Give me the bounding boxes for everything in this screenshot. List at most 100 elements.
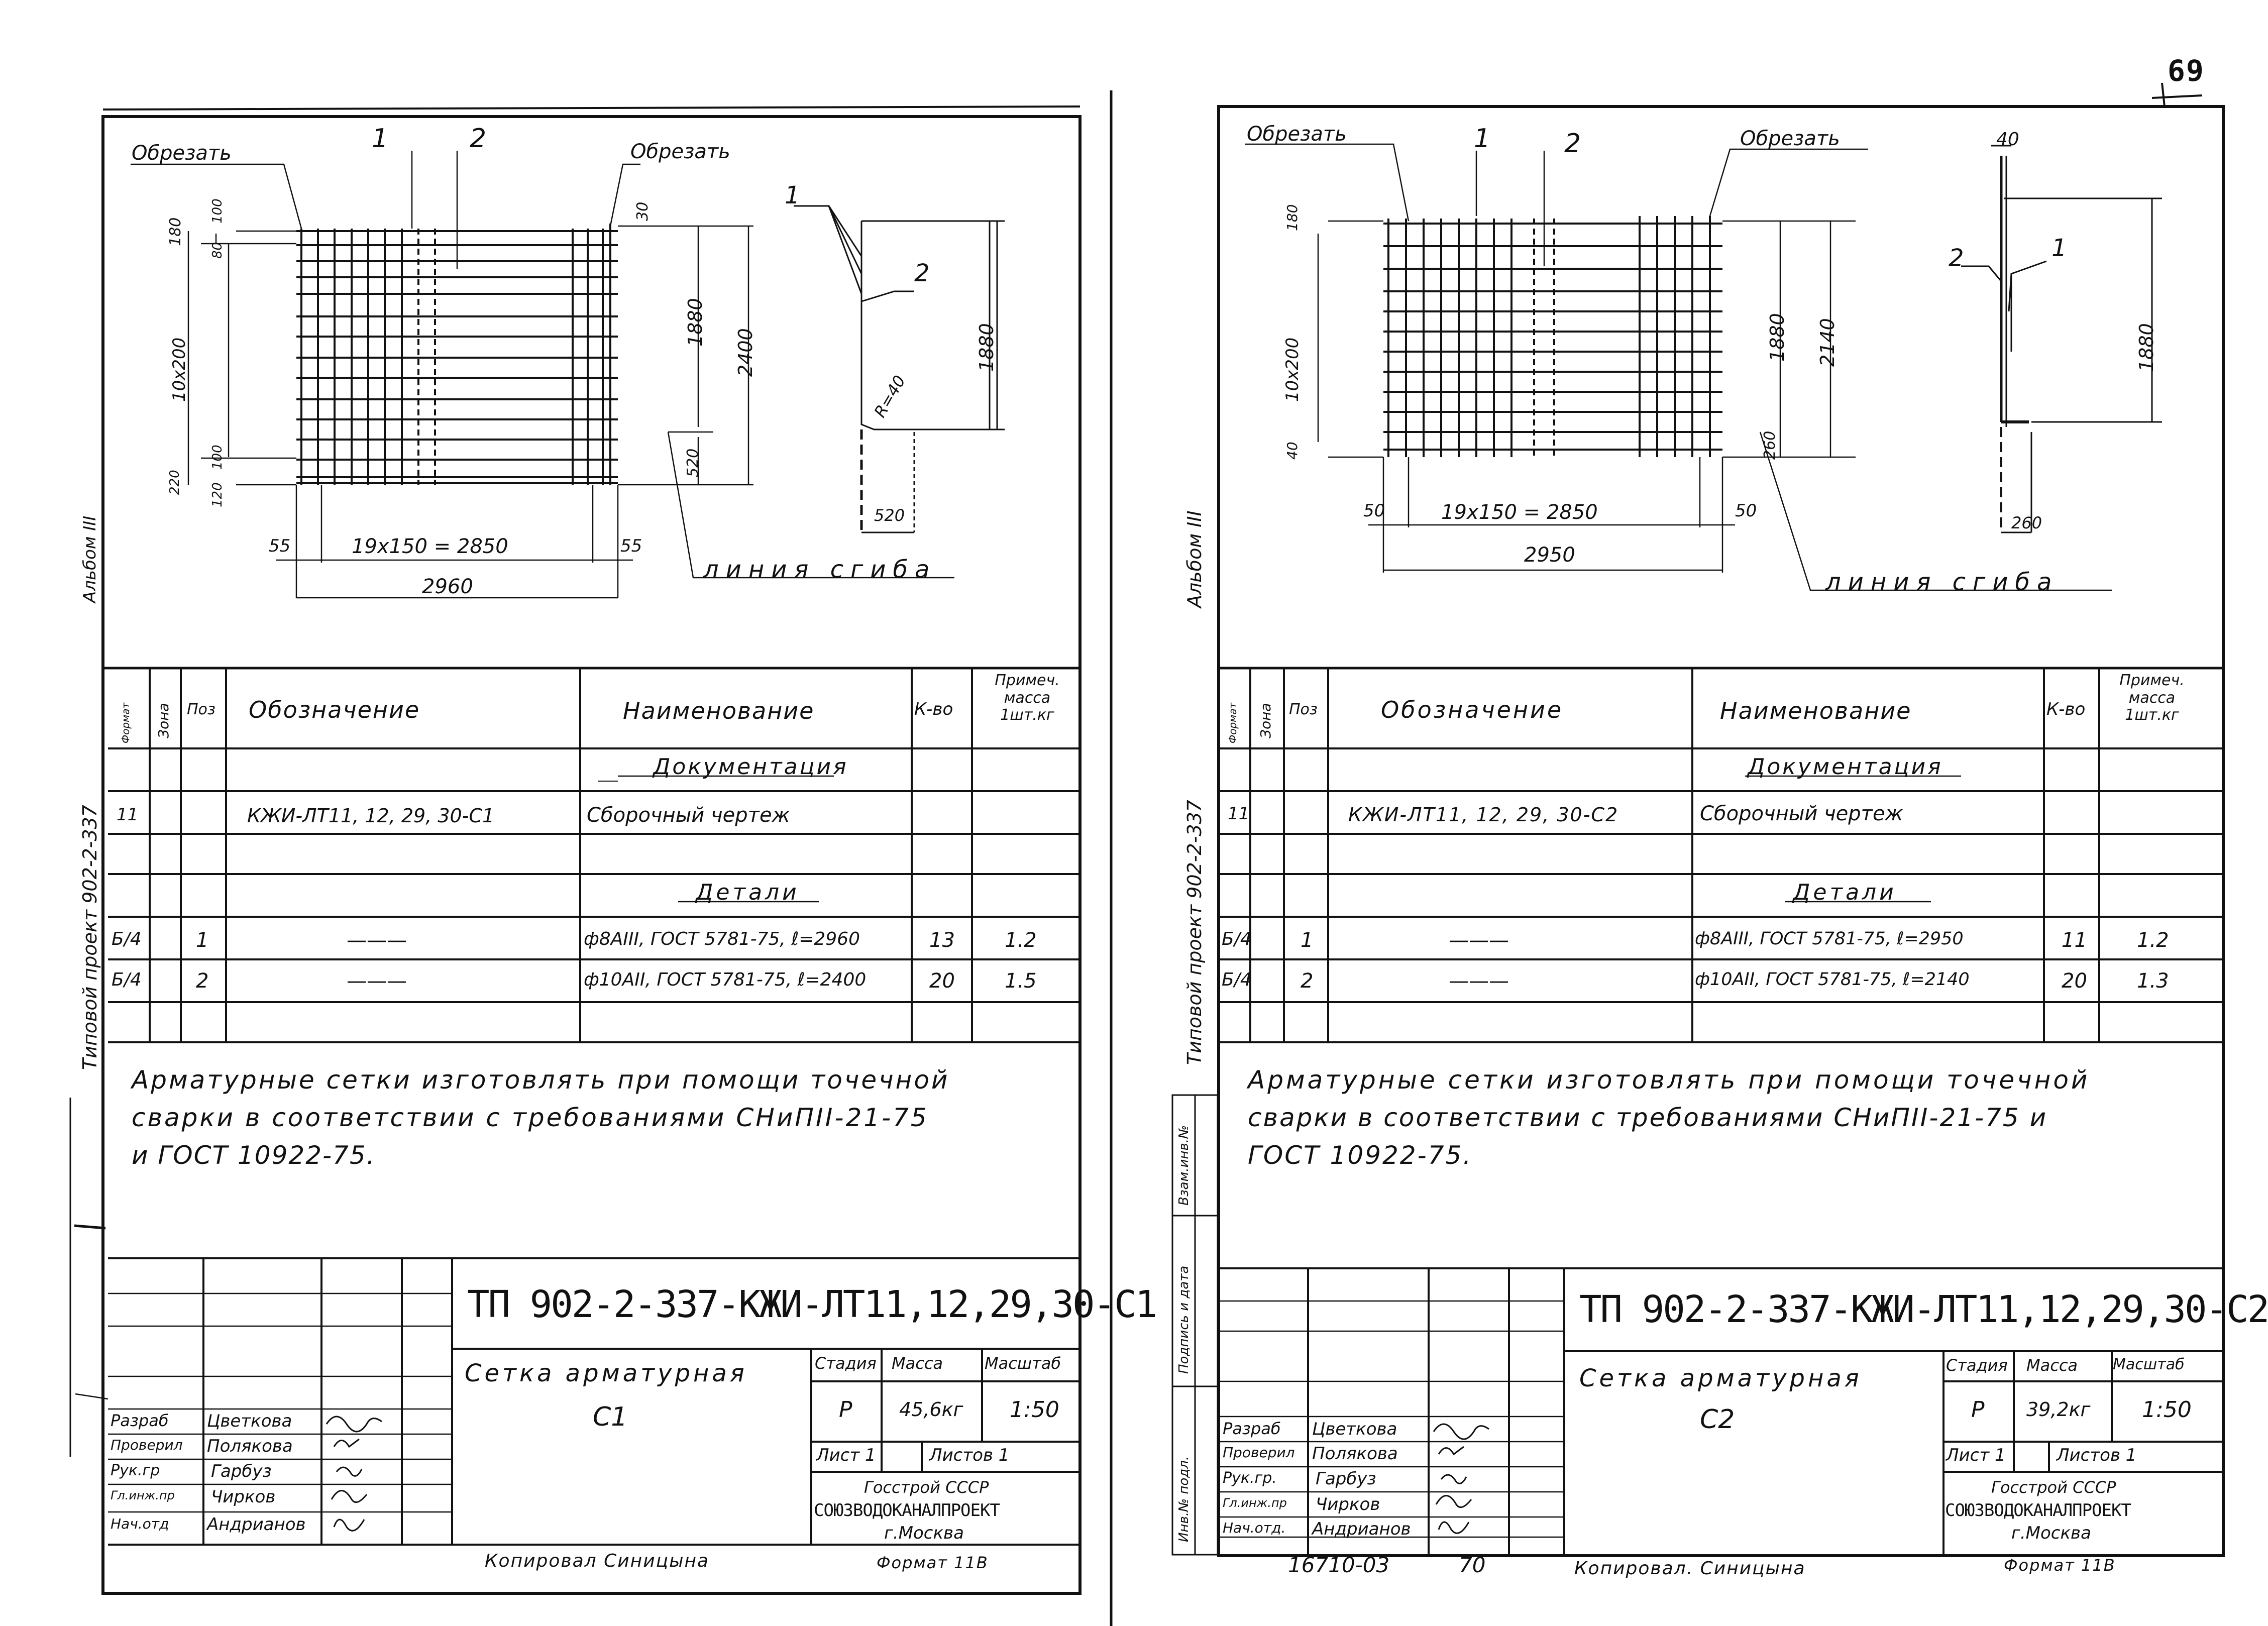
sheets-total: Листов 1 bbox=[2057, 1445, 2137, 1465]
product-name: Сетка арматурная bbox=[1579, 1364, 1862, 1392]
name-3: Гарбуз bbox=[1316, 1469, 1376, 1489]
note-line-2: сварки в соответствии с требованиями СНи… bbox=[132, 1103, 929, 1132]
part1-qty: 11 bbox=[2062, 929, 2087, 952]
org-line-1: Госстрой СССР bbox=[864, 1478, 989, 1497]
header-note: Примеч. масса 1шт.кг bbox=[995, 672, 1060, 724]
cut-label-left: Обрезать bbox=[132, 142, 232, 165]
mesh-side-view bbox=[1961, 145, 2162, 533]
header-designation: Обозначение bbox=[1381, 696, 1564, 723]
dim-total-2950: 2950 bbox=[1524, 544, 1575, 567]
part1-qty: 13 bbox=[929, 929, 955, 952]
section-documentation: Документация bbox=[1748, 754, 1943, 780]
org-line-3: г.Москва bbox=[884, 1523, 964, 1543]
archive-code: 16710-03 bbox=[1288, 1553, 1390, 1577]
role-4: Гл.инж.пр bbox=[111, 1488, 175, 1502]
sheet-frame bbox=[101, 115, 1082, 1595]
role-5: Нач.отд bbox=[111, 1515, 169, 1532]
part1-name: ф8АIII, ГОСТ 5781-75, ℓ=2950 bbox=[1695, 929, 1964, 949]
dim-50-right: 50 bbox=[1735, 501, 1757, 521]
drawing-sheet-2: Обрезать Обрезать 1 2 180 10х200 40 1880… bbox=[1127, 0, 2268, 1626]
role-3: Рук.гр bbox=[111, 1462, 160, 1479]
part1-mass: 1.2 bbox=[1005, 929, 1037, 952]
note-line-1: Арматурные сетки изготовлять при помощи … bbox=[132, 1065, 950, 1095]
side-position-1: 1 bbox=[785, 181, 800, 209]
sheet-1-linework bbox=[69, 105, 1082, 1595]
org-line-2: СОЮЗВОДОКАНАЛПРОЕКТ bbox=[1945, 1500, 2131, 1521]
part1-designation: ——— bbox=[1449, 929, 1509, 952]
part1-format: Б/4 bbox=[1222, 929, 1252, 949]
dim-19x150: 19х150 = 2850 bbox=[352, 535, 508, 558]
dim-55-right: 55 bbox=[620, 536, 642, 556]
header-qty: К-во bbox=[914, 699, 953, 719]
stage-header: Стадия bbox=[815, 1354, 877, 1373]
role-1: Разраб bbox=[111, 1411, 169, 1430]
part2-designation: ——— bbox=[1449, 969, 1509, 993]
sheets-total: Листов 1 bbox=[929, 1445, 1010, 1465]
stage-header: Стадия bbox=[1946, 1356, 2008, 1375]
role-2: Проверил bbox=[1223, 1444, 1295, 1461]
part1-pos: 1 bbox=[196, 929, 209, 952]
name-1: Цветкова bbox=[1312, 1419, 1397, 1439]
mesh-plan bbox=[296, 224, 618, 485]
header-note: Примеч. масса 1шт.кг bbox=[2119, 672, 2185, 724]
part1-mass: 1.2 bbox=[2137, 929, 2169, 952]
cut-label-right: Обрезать bbox=[630, 140, 730, 163]
mass-header: Масса bbox=[892, 1354, 943, 1373]
spec-table-lines bbox=[1219, 668, 2223, 1043]
dim-total-2960: 2960 bbox=[422, 575, 473, 598]
part2-pos: 2 bbox=[1301, 969, 1314, 993]
section-documentation: Документация bbox=[653, 754, 848, 780]
doc-row-designation: КЖИ-ЛТ11, 12, 29, 30-С2 bbox=[1348, 804, 1619, 826]
name-2: Полякова bbox=[207, 1436, 293, 1456]
role-4: Гл.инж.пр bbox=[1223, 1496, 1287, 1510]
position-1-label: 1 bbox=[372, 124, 389, 154]
header-name: Наименование bbox=[623, 697, 815, 724]
name-4: Чирков bbox=[1316, 1494, 1380, 1514]
part2-format: Б/4 bbox=[1222, 969, 1252, 990]
bend-line-label: линия сгиба bbox=[703, 556, 937, 584]
part2-mass: 1.3 bbox=[2137, 969, 2169, 993]
side-dim-520: 520 bbox=[874, 506, 905, 525]
copied-by: Копировал. Синицына bbox=[1574, 1558, 1806, 1579]
note-line-3: и ГОСТ 10922-75. bbox=[132, 1141, 376, 1170]
part1-designation: ——— bbox=[347, 929, 407, 952]
side-position-2: 2 bbox=[1949, 244, 1964, 272]
part2-qty: 20 bbox=[2062, 969, 2087, 993]
role-5: Нач.отд. bbox=[1223, 1520, 1286, 1536]
mass-value: 39,2кг bbox=[2026, 1398, 2091, 1421]
scale-value: 1:50 bbox=[1010, 1397, 1059, 1423]
position-2-label: 2 bbox=[470, 124, 487, 154]
header-name: Наименование bbox=[1720, 697, 1912, 724]
part2-name: ф10АII, ГОСТ 5781-75, ℓ=2140 bbox=[1695, 969, 1970, 990]
org-line-1: Госстрой СССР bbox=[1991, 1478, 2116, 1497]
part1-pos: 1 bbox=[1301, 929, 1314, 952]
header-pos: Поз bbox=[187, 701, 215, 718]
header-pos: Поз bbox=[1289, 701, 1318, 718]
name-2: Полякова bbox=[1312, 1444, 1398, 1464]
note-line-1: Арматурные сетки изготовлять при помощи … bbox=[1248, 1065, 2090, 1095]
scale-header: Масштаб bbox=[985, 1354, 1061, 1373]
dim-55-left: 55 bbox=[269, 536, 291, 556]
note-line-3: ГОСТ 10922-75. bbox=[1248, 1141, 1473, 1170]
org-line-3: г.Москва bbox=[2011, 1523, 2091, 1543]
dim-50-left: 50 bbox=[1363, 501, 1385, 521]
drawing-code: ТП 902-2-337-КЖИ-ЛТ11,12,29,30-С1 bbox=[467, 1283, 1157, 1326]
part2-designation: ——— bbox=[347, 969, 407, 993]
copied-by: Копировал Синицына bbox=[485, 1551, 710, 1571]
bend-line-label: линия сгиба bbox=[1825, 568, 2059, 596]
cut-label-right: Обрезать bbox=[1740, 127, 1840, 150]
page-number: 69 bbox=[2168, 54, 2205, 88]
scale-value: 1:50 bbox=[2142, 1397, 2192, 1423]
section-parts: Детали bbox=[1793, 880, 1897, 905]
doc-row-name: Сборочный чертеж bbox=[1700, 802, 1903, 825]
mesh-plan bbox=[1383, 216, 1722, 457]
doc-row-designation: КЖИ-ЛТ11, 12, 29, 30-С1 bbox=[247, 805, 495, 827]
stage-value: Р bbox=[1971, 1397, 1985, 1423]
role-1: Разраб bbox=[1223, 1419, 1281, 1438]
sheet-format: Формат 11В bbox=[2004, 1556, 2116, 1575]
stage-value: Р bbox=[839, 1397, 852, 1423]
signatures bbox=[1433, 1423, 1489, 1534]
product-name: Сетка арматурная bbox=[465, 1359, 747, 1387]
note-line-2: сварки в соответствии с требованиями СНи… bbox=[1248, 1103, 2048, 1132]
sheet-number: Лист 1 bbox=[1946, 1445, 2006, 1465]
